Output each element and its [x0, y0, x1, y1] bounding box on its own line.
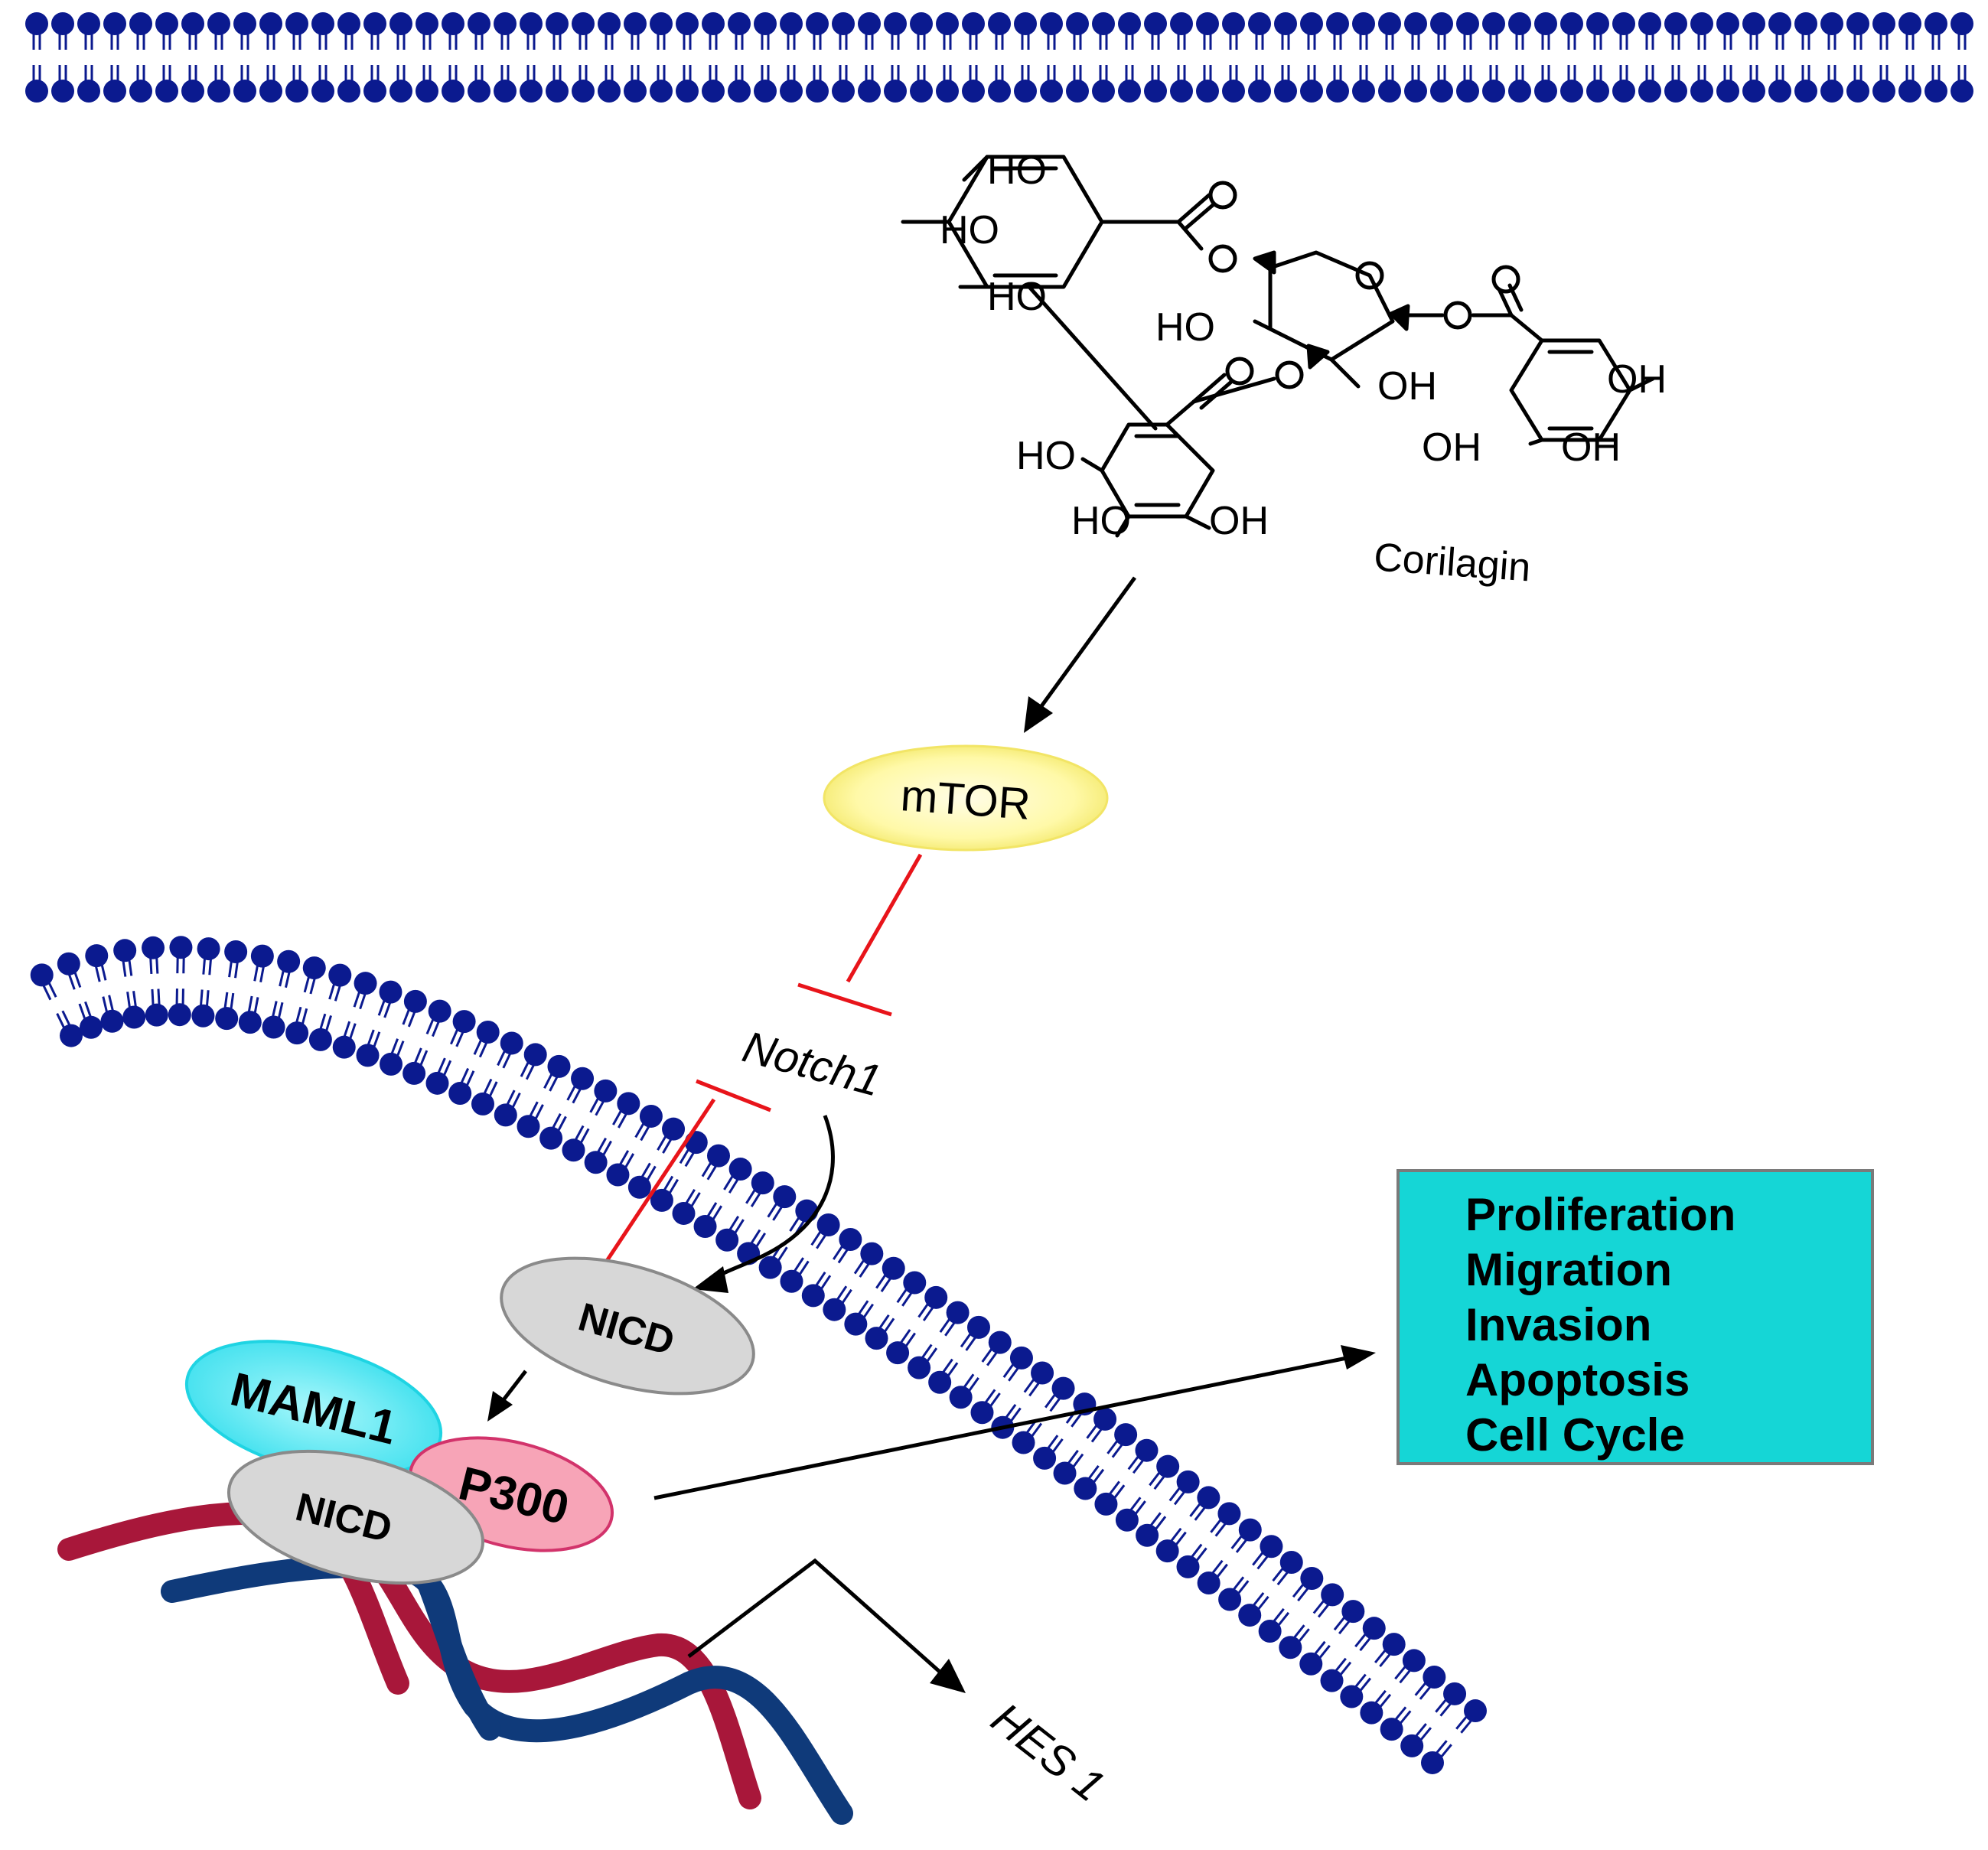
- mtor-label: mTOR: [899, 770, 1032, 829]
- inhibit-mtor-notch1: [797, 853, 923, 1017]
- ho-group: HO: [1016, 434, 1076, 478]
- arrow-notch1-to-nicd: [693, 1115, 835, 1293]
- inhibition-bar-icon: [797, 982, 892, 1017]
- mtor-node: mTOR: [823, 744, 1109, 852]
- outcome-item: Invasion: [1465, 1299, 1651, 1350]
- corilagin-groups: HO HO HO HO HO OH HO OH OH OH OH Corilag…: [940, 148, 1667, 591]
- molecule-structure-icon: [901, 155, 1655, 538]
- oh-group: OH: [1377, 364, 1437, 409]
- outcome-item: Migration: [1465, 1244, 1672, 1295]
- top-membrane: [25, 12, 1973, 103]
- oh-group: OH: [1607, 357, 1667, 402]
- inhibition-bar-icon: [696, 1079, 771, 1112]
- outcome-item: Proliferation: [1465, 1189, 1735, 1240]
- ho-group: HO: [1155, 305, 1215, 350]
- ho-group: HO: [940, 208, 999, 252]
- corilagin-structure: HO HO HO HO HO OH HO OH OH OH OH Corilag…: [901, 148, 1667, 591]
- ho-group: HO: [987, 275, 1047, 319]
- maml1-node: MAML1: [184, 1340, 443, 1477]
- lipid-bilayer-icon: [25, 12, 1973, 103]
- arrow-icon: [1024, 696, 1053, 733]
- arrow-complex-to-outcomes: [653, 1345, 1376, 1500]
- arrow-icon: [1341, 1345, 1376, 1370]
- transcription-complex: MAML1 P300 NICD: [184, 1340, 614, 1585]
- arrow-to-hes1: [687, 1558, 966, 1693]
- oh-group: OH: [1561, 425, 1621, 470]
- lipid-bilayer-icon: [30, 936, 1487, 1774]
- outcome-item: Cell Cycle: [1465, 1409, 1685, 1461]
- notch1-label: Notch1: [738, 1021, 886, 1106]
- arrow-nicd-to-complex: [487, 1370, 527, 1422]
- arrow-icon: [487, 1391, 513, 1422]
- arrow-icon: [930, 1659, 966, 1693]
- hes1-label: HES 1: [983, 1693, 1114, 1811]
- ho-group: OH: [1422, 425, 1481, 470]
- nicd-free-node: NICD: [500, 1256, 755, 1396]
- arrow-icon: [693, 1266, 728, 1293]
- oh-group: OH: [1209, 499, 1269, 543]
- outcomes-box: Proliferation Migration Invasion Apoptos…: [1396, 1169, 1874, 1465]
- arrow-corilagin-to-mtor: [1024, 576, 1137, 733]
- nuclear-membrane: [30, 936, 1487, 1774]
- compound-name: Corilagin: [1372, 535, 1532, 590]
- ho-group: HO: [987, 148, 1047, 193]
- outcome-item: Apoptosis: [1465, 1354, 1690, 1405]
- ho-group: HO: [1071, 499, 1131, 543]
- nicd-bound-node: NICD: [227, 1449, 485, 1585]
- inhibit-notch1-cleavage: [598, 1079, 771, 1272]
